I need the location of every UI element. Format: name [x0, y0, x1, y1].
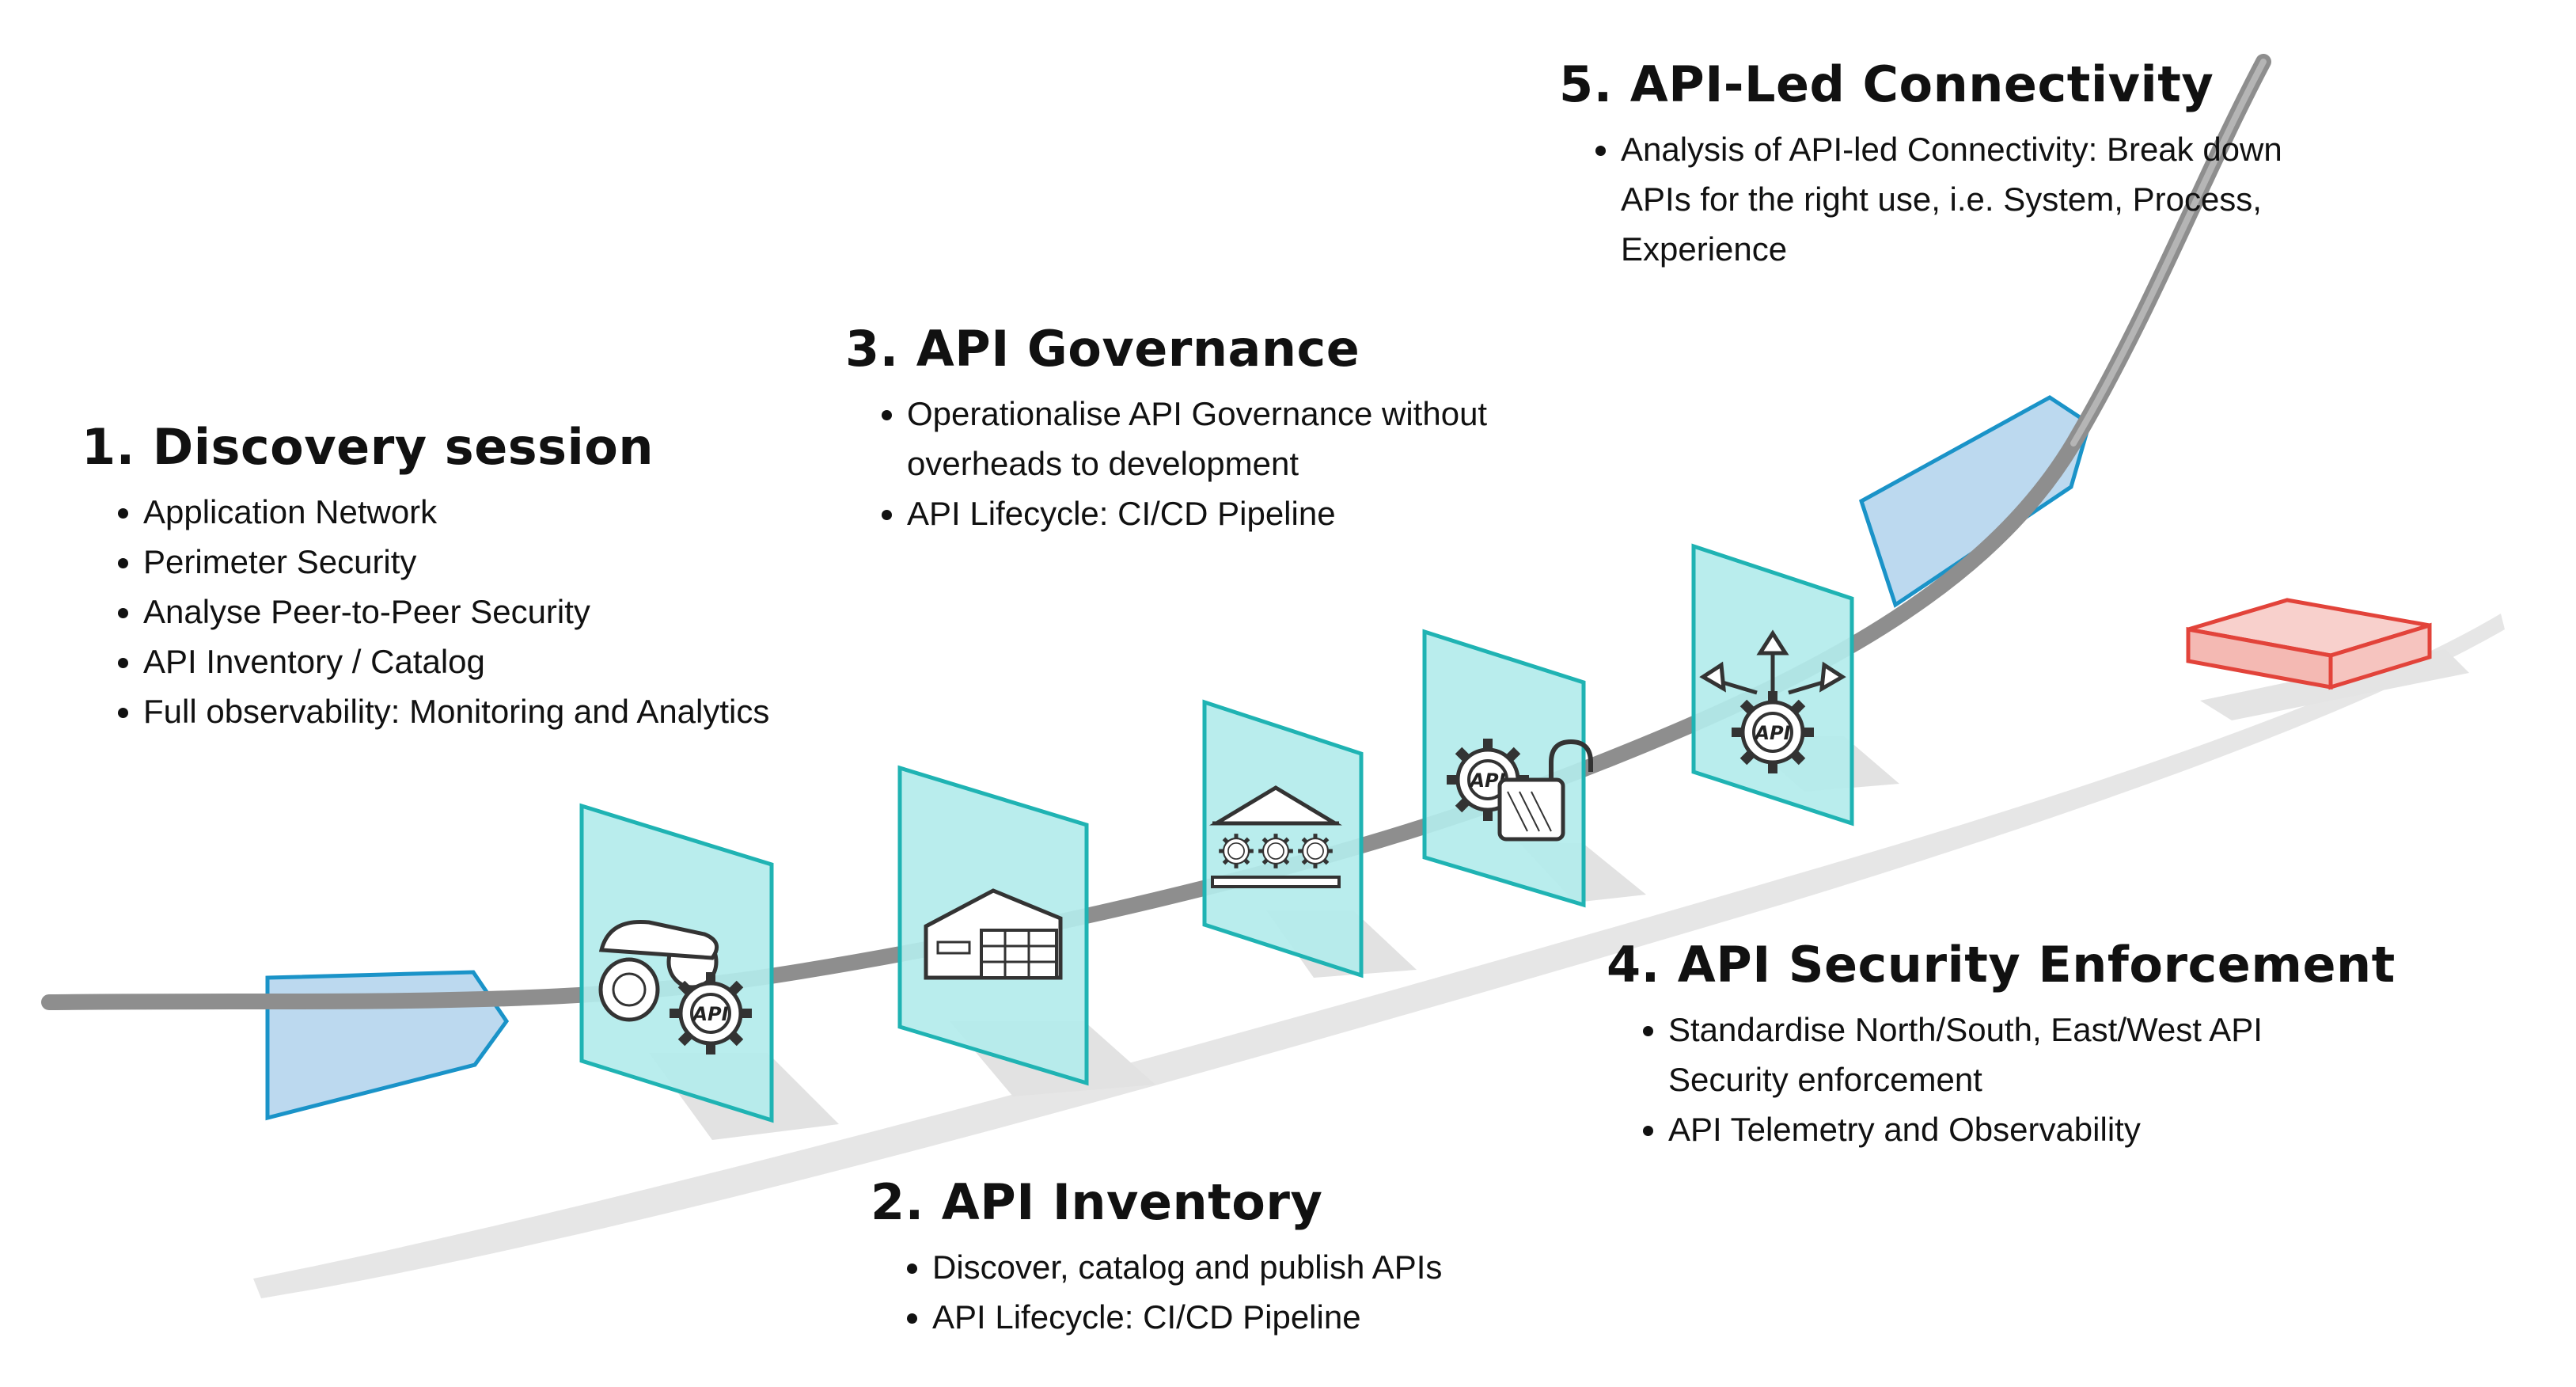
bullet-item: API Telemetry and Observability — [1668, 1104, 2381, 1154]
step-api-inventory: 2. API Inventory Discover, catalog and p… — [871, 1173, 1442, 1342]
step-2-title: 2. API Inventory — [871, 1173, 1323, 1231]
goal-block — [2186, 598, 2432, 690]
path-shadow — [253, 614, 2505, 1298]
step-4-title: 4. API Security Enforcement — [1607, 936, 2396, 994]
step-5-bullets: Analysis of API-led Connectivity: Break … — [1559, 124, 2286, 274]
step-5-title: 5. API-Led Connectivity — [1559, 55, 2214, 113]
bullet-item: Full observability: Monitoring and Analy… — [143, 686, 769, 736]
bullet-item: Analyse Peer-to-Peer Security — [143, 587, 769, 636]
step-4-bullets: Standardise North/South, East/West API S… — [1607, 1005, 2381, 1154]
bullet-item: Analysis of API-led Connectivity: Break … — [1621, 124, 2286, 274]
bullet-item: Standardise North/South, East/West API S… — [1668, 1005, 2381, 1104]
step-2-bullets: Discover, catalog and publish APIs API L… — [871, 1242, 1442, 1342]
warehouse-icon — [924, 888, 1063, 980]
api-label-5: API — [1753, 722, 1790, 744]
step-api-governance: 3. API Governance Operationalise API Gov… — [845, 320, 1635, 538]
step-api-led-connectivity: 5. API-Led Connectivity Analysis of API-… — [1559, 55, 2286, 274]
bullet-item: Operationalise API Governance without ov… — [907, 389, 1635, 488]
bullet-item: API Lifecycle: CI/CD Pipeline — [907, 488, 1635, 538]
governance-building-icon — [1208, 785, 1343, 888]
step-3-title: 3. API Governance — [845, 320, 1360, 378]
bullet-item: Perimeter Security — [143, 537, 769, 587]
bullet-item: Application Network — [143, 487, 769, 537]
step-3-bullets: Operationalise API Governance without ov… — [845, 389, 1635, 538]
api-gear-icon-1: API — [670, 972, 752, 1054]
bullet-item: Discover, catalog and publish APIs — [932, 1242, 1442, 1292]
panel-governance — [1202, 699, 1364, 978]
step-1-title: 1. Discovery session — [82, 418, 654, 476]
bullet-item: API Inventory / Catalog — [143, 636, 769, 686]
bullet-item: API Lifecycle: CI/CD Pipeline — [932, 1292, 1442, 1342]
api-distribution-icon: API — [1699, 629, 1846, 773]
step-discovery-session: 1. Discovery session Application Network… — [82, 418, 769, 736]
unlocked-padlock-icon — [1497, 739, 1593, 842]
end-arrow — [1858, 395, 2092, 608]
api-label-1: API — [691, 1003, 728, 1025]
step-api-security-enforcement: 4. API Security Enforcement Standardise … — [1607, 936, 2396, 1154]
step-1-bullets: Application Network Perimeter Security A… — [82, 487, 769, 736]
